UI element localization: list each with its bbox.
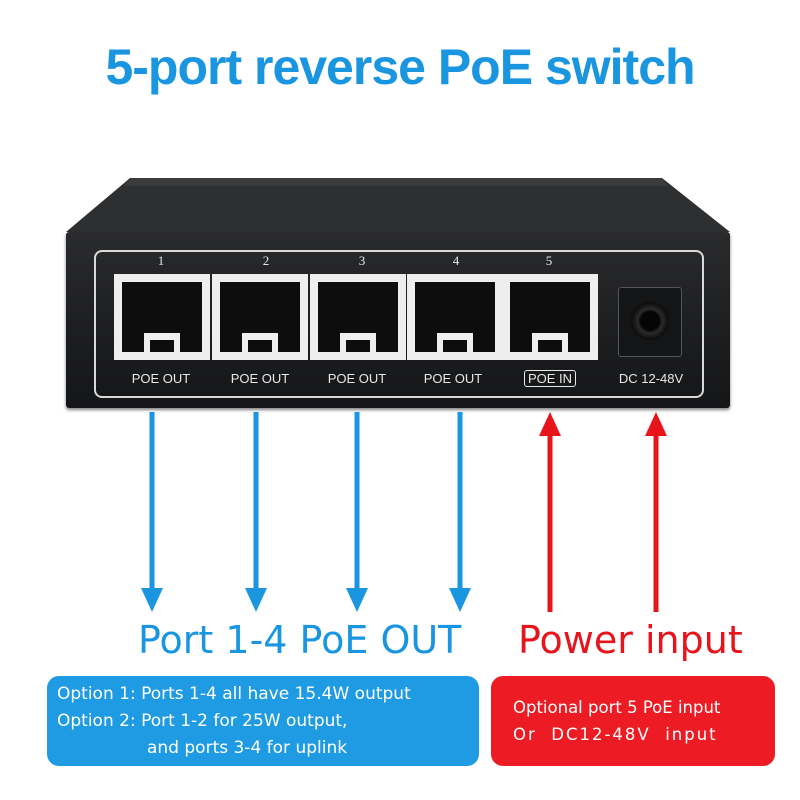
port-number-3: 3 <box>358 253 366 268</box>
port-label-3: POE OUT <box>327 371 387 386</box>
poe-in-label: POE IN <box>523 370 577 387</box>
rj45-port-1 <box>114 274 210 360</box>
rj45-port-5 <box>502 274 598 360</box>
arrow-up-dc-input <box>645 412 667 612</box>
poe-input-option-text: Optional port 5 PoE input <box>513 698 721 717</box>
port-label-4: POE OUT <box>423 371 483 386</box>
poe-out-headline: Port 1-4 PoE OUT <box>138 618 462 662</box>
port-number-4: 4 <box>452 253 460 268</box>
port-label-2: POE OUT <box>230 371 290 386</box>
power-input-options-box: Optional port 5 PoE input Or DC12-48V in… <box>491 676 775 766</box>
port-number-2: 2 <box>262 253 270 268</box>
port-label-5: POE IN <box>502 370 598 387</box>
rj45-port-3 <box>310 274 406 360</box>
arrow-down-port-4 <box>449 412 471 612</box>
dc-input-option-text: Or DC12-48V input <box>513 725 718 744</box>
rj45-port-2 <box>212 274 308 360</box>
port-number-1: 1 <box>157 253 165 268</box>
power-input-headline: Power input <box>518 618 743 662</box>
arrow-down-port-3 <box>346 412 368 612</box>
port-label-1: POE OUT <box>131 371 191 386</box>
port-number-5: 5 <box>545 253 553 268</box>
port-faceplate <box>94 250 704 398</box>
option-2-continued-text: and ports 3-4 for uplink <box>147 738 348 758</box>
option-2-text: Option 2: Port 1-2 for 25W output, <box>57 711 348 731</box>
dc-power-jack <box>618 287 682 357</box>
arrow-down-port-2 <box>245 412 267 612</box>
arrow-down-port-1 <box>141 412 163 612</box>
option-1-text: Option 1: Ports 1-4 all have 15.4W outpu… <box>57 684 411 704</box>
rj45-port-4 <box>407 274 503 360</box>
poe-out-options-box: Option 1: Ports 1-4 all have 15.4W outpu… <box>47 676 479 766</box>
dc-input-label: DC 12-48V <box>618 371 684 386</box>
page-title: 5-port reverse PoE switch <box>105 39 695 95</box>
arrow-up-port-5 <box>539 412 561 612</box>
